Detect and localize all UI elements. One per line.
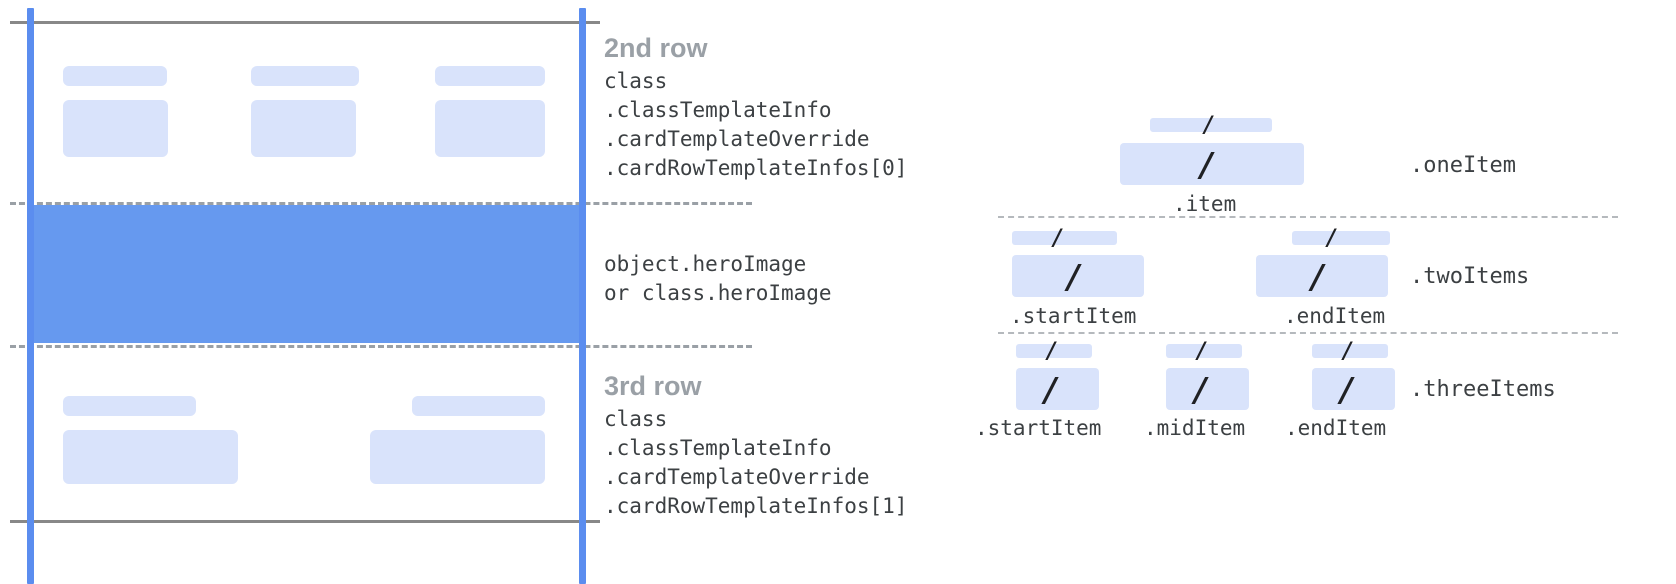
hero-third-row-divider: [10, 345, 752, 348]
three-items-start-chip-slash: /: [1047, 338, 1056, 364]
three-items-variant-label: .threeItems: [1410, 377, 1556, 402]
second-row-item-3-tile: [435, 100, 545, 157]
three-items-start-label: .startItem: [975, 416, 1102, 440]
card-top-rule: [10, 21, 600, 24]
second-row-hero-divider: [10, 202, 752, 205]
third-row-heading: 3rd row: [604, 371, 702, 401]
two-items-start-tile-slash: /: [1067, 257, 1080, 296]
second-row-code-line-3: .cardTemplateOverride: [604, 127, 870, 151]
third-row-code-line-4: .cardRowTemplateInfos[1]: [604, 494, 908, 518]
hero-image-band: [30, 205, 583, 343]
hero-image-code-line-1: object.heroImage: [604, 252, 807, 276]
three-items-mid-tile: [1166, 368, 1249, 410]
second-row-code-line-1: class: [604, 69, 668, 93]
variant-one-item: / / .item .oneItem: [960, 0, 1676, 216]
right-margin-guide: [579, 8, 586, 584]
third-row-code-line-1: class: [604, 407, 668, 431]
third-row-item-1-tile: [63, 430, 238, 484]
two-items-end-tile: [1256, 255, 1388, 297]
card-template-mock: 2nd row class .classTemplateInfo .cardTe…: [0, 0, 907, 584]
variant-three-items: / / .startItem / / .midItem / / .endItem…: [960, 332, 1676, 452]
three-items-mid-label: .midItem: [1144, 416, 1246, 440]
variant-two-items: / / .startItem / / .endItem .twoItems: [960, 216, 1676, 332]
hero-image-annotation: object.heroImage or class.heroImage: [604, 250, 832, 308]
three-items-mid-tile-slash: /: [1194, 370, 1207, 409]
one-item-tile: [1120, 143, 1304, 185]
third-row-annotation: 3rd row class .classTemplateInfo .cardTe…: [604, 370, 907, 521]
two-items-end-chip: [1292, 231, 1390, 245]
hero-image-code-line-2: or class.heroImage: [604, 281, 832, 305]
second-row-item-3-chip: [435, 66, 545, 86]
three-items-end-tile: [1312, 368, 1395, 410]
three-items-start-tile-slash: /: [1044, 370, 1057, 409]
second-row-item-2-chip: [251, 66, 359, 86]
third-row-item-1-chip: [63, 396, 196, 416]
one-item-tile-slash: /: [1200, 145, 1213, 184]
three-items-mid-chip: [1166, 344, 1242, 358]
one-item-chip-slash: /: [1204, 112, 1213, 138]
left-margin-guide: [27, 8, 34, 584]
two-items-start-label: .startItem: [1010, 304, 1137, 328]
two-three-divider: [998, 332, 1618, 334]
three-items-mid-chip-slash: /: [1197, 338, 1206, 364]
second-row-item-1-tile: [63, 100, 168, 157]
two-items-end-label: .endItem: [1284, 304, 1386, 328]
card-bottom-rule: [10, 520, 600, 523]
second-row-annotation: 2nd row class .classTemplateInfo .cardTe…: [604, 32, 907, 183]
one-two-divider: [998, 216, 1618, 218]
second-row-code-line-4: .cardRowTemplateInfos[0]: [604, 156, 908, 180]
one-item-slot-label: .item: [1173, 192, 1237, 216]
third-row-item-2-chip: [412, 396, 545, 416]
three-items-end-chip-slash: /: [1343, 338, 1352, 364]
two-items-variant-label: .twoItems: [1410, 264, 1530, 289]
two-items-end-chip-slash: /: [1327, 225, 1336, 251]
two-items-start-chip-slash: /: [1053, 225, 1062, 251]
three-items-start-chip: [1016, 344, 1092, 358]
three-items-end-label: .endItem: [1285, 416, 1387, 440]
three-items-end-chip: [1312, 344, 1388, 358]
third-row-code-line-2: .classTemplateInfo: [604, 436, 832, 460]
one-item-chip: [1150, 118, 1272, 132]
two-items-start-tile: [1012, 255, 1144, 297]
three-items-start-tile: [1016, 368, 1099, 410]
item-layout-variants: / / .item .oneItem / / .startItem / / .e…: [960, 0, 1676, 584]
two-items-end-tile-slash: /: [1311, 257, 1324, 296]
one-item-variant-label: .oneItem: [1410, 153, 1516, 178]
second-row-item-2-tile: [251, 100, 356, 157]
second-row-code-line-2: .classTemplateInfo: [604, 98, 832, 122]
second-row-heading: 2nd row: [604, 33, 708, 63]
second-row-item-1-chip: [63, 66, 167, 86]
third-row-item-2-tile: [370, 430, 545, 484]
two-items-start-chip: [1012, 231, 1117, 245]
three-items-end-tile-slash: /: [1340, 370, 1353, 409]
third-row-code-line-3: .cardTemplateOverride: [604, 465, 870, 489]
